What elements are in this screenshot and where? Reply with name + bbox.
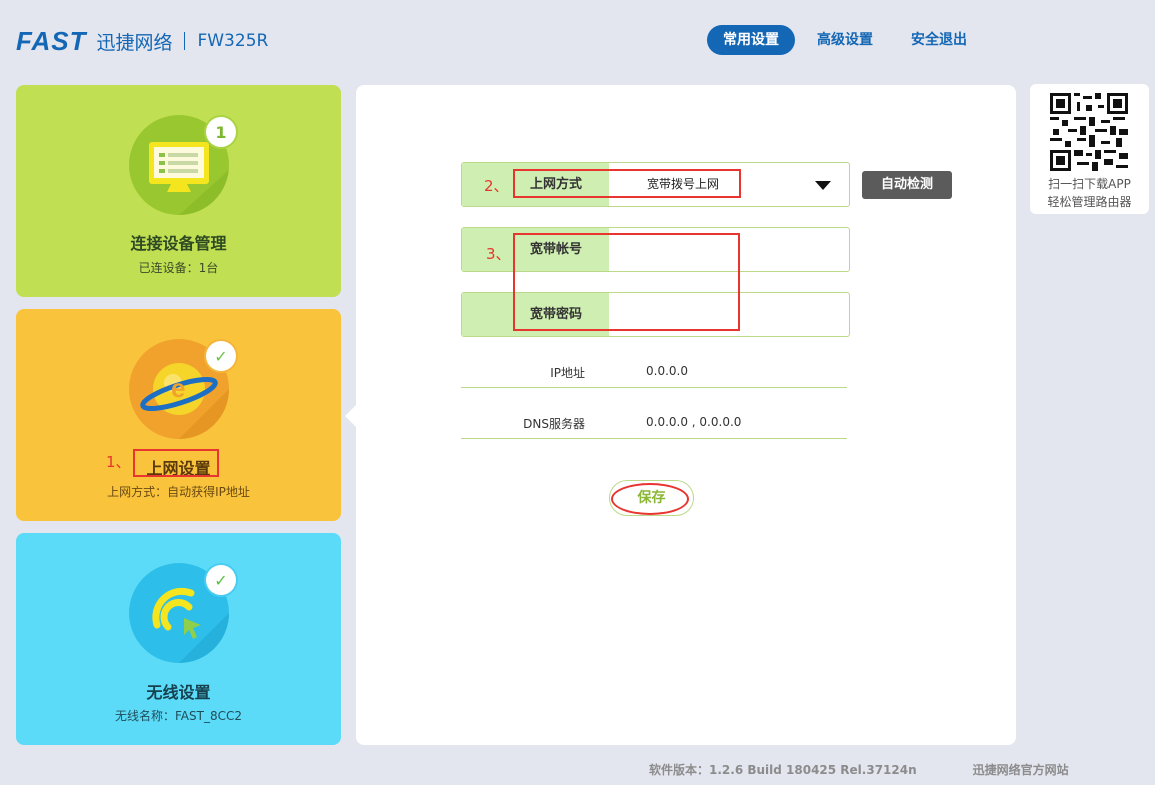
brand-name: FAST [16, 25, 87, 56]
annotation-step-2: 2、 [484, 177, 509, 195]
logo-divider [184, 32, 186, 50]
wan-type-value: 宽带拨号上网 [647, 177, 720, 191]
password-label: 宽带密码 [462, 293, 609, 336]
card-title: 上网设置 [146, 459, 211, 478]
card-title: 连接设备管理 [130, 234, 227, 253]
ip-address-row: IP地址 0.0.0.0 [461, 350, 847, 388]
dns-row: DNS服务器 0.0.0.0 , 0.0.0.0 [461, 401, 847, 439]
card-subtitle: 无线名称：FAST_8CC2 [115, 709, 242, 723]
svg-text:e: e [171, 373, 185, 403]
official-site-link[interactable]: 迅捷网络官方网站 [972, 763, 1069, 777]
router-model: FW325R [197, 31, 269, 51]
software-version: 软件版本：1.2.6 Build 180425 Rel.37124n [649, 763, 917, 777]
qr-code-icon [1050, 93, 1128, 171]
password-field: 宽带密码 [461, 292, 850, 337]
annotation-step-1: 1、 [106, 453, 131, 471]
dns-label: DNS服务器 [523, 417, 585, 431]
annotation-step-3: 3、 [486, 245, 511, 263]
dropdown-caret-icon[interactable] [815, 181, 831, 190]
panel-pointer [345, 405, 356, 427]
qr-download-panel: 扫一扫下载APP 轻松管理路由器 [1030, 84, 1149, 214]
nav-advanced-settings[interactable]: 高级设置 [817, 32, 873, 48]
brand-logo: FAST 迅捷网络 FW325R [16, 26, 268, 56]
card-subtitle: 上网方式：自动获得IP地址 [107, 485, 250, 499]
card-device-management[interactable]: 1 连接设备管理 已连设备：1台 [16, 85, 341, 297]
save-button[interactable]: 保存 [609, 480, 694, 516]
check-icon: ✓ [206, 341, 236, 371]
footer: 软件版本：1.2.6 Build 180425 Rel.37124n 迅捷网络官… [649, 761, 1069, 778]
nav-common-settings[interactable]: 常用设置 [707, 25, 795, 55]
ip-label: IP地址 [550, 366, 585, 380]
dns-value: 0.0.0.0 , 0.0.0.0 [646, 415, 742, 429]
annotation-box-3 [513, 233, 740, 331]
settings-panel: 上网方式 宽带拨号上网 自动检测 宽带帐号 宽带密码 IP地址 0.0.0.0 … [356, 85, 1016, 745]
ip-value: 0.0.0.0 [646, 364, 688, 378]
top-nav: 常用设置 高级设置 安全退出 [707, 25, 983, 55]
check-icon: ✓ [206, 565, 236, 595]
brand-name-cn: 迅捷网络 [96, 31, 173, 54]
account-label: 宽带帐号 [462, 228, 609, 271]
card-subtitle: 已连设备：1台 [138, 261, 219, 275]
qr-caption-line2: 轻松管理路由器 [1047, 195, 1132, 209]
device-count-badge: 1 [206, 117, 236, 147]
qr-caption-line1: 扫一扫下载APP [1048, 177, 1131, 191]
nav-logout[interactable]: 安全退出 [911, 32, 967, 48]
card-wireless-settings[interactable]: ✓ 无线设置 无线名称：FAST_8CC2 [16, 533, 341, 745]
annotation-box-1 [133, 449, 219, 477]
account-field: 宽带帐号 [461, 227, 850, 272]
annotation-box-2 [513, 169, 741, 198]
card-internet-settings[interactable]: e ✓ 上网设置 上网方式：自动获得IP地址 1、 [16, 309, 341, 521]
auto-detect-button[interactable]: 自动检测 [862, 171, 952, 199]
card-title: 无线设置 [146, 683, 211, 702]
wan-type-select[interactable]: 宽带拨号上网 [609, 163, 849, 206]
